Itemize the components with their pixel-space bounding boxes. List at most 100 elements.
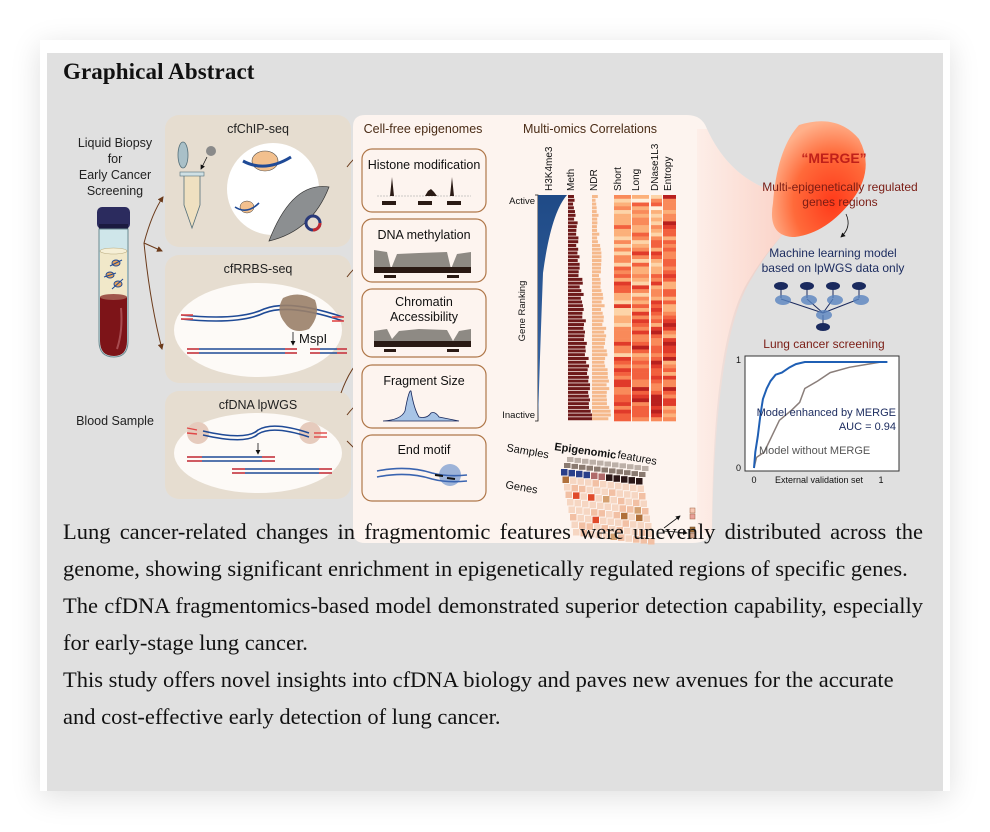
tensor-cell (571, 463, 578, 469)
tensor-cell (577, 514, 584, 522)
heatmap-cell (632, 319, 649, 324)
tensor-cell (585, 479, 592, 486)
heatmap-cell (632, 315, 649, 320)
tensor-cell (564, 484, 571, 491)
ndr-bar (592, 236, 598, 240)
heatmap-cell (632, 259, 649, 264)
meth-bar (568, 270, 579, 274)
meth-bar (568, 296, 581, 300)
tensor-cell (586, 523, 593, 530)
heatmap-cell (614, 315, 631, 320)
liquid-biopsy-line: Screening (87, 184, 143, 198)
meth-bar (568, 360, 587, 364)
blood-tube-icon (97, 207, 130, 358)
ndr-bar (592, 247, 601, 251)
meth-bar (568, 394, 589, 398)
enzyme-label: MspI (299, 331, 327, 346)
meth-bar (568, 304, 583, 308)
meth-bar (568, 251, 578, 255)
meth-bar (568, 409, 591, 413)
meth-bar (568, 353, 585, 357)
genes-label: Genes (504, 479, 538, 497)
heatmap-cell (651, 206, 662, 211)
ndr-bar (592, 217, 598, 221)
heatmap-cell (663, 323, 676, 328)
summary-paragraph: Lung cancer-related changes in fragmento… (63, 519, 923, 581)
heatmap-cell (663, 372, 676, 377)
gene-ranking-label: Gene Ranking (517, 281, 528, 342)
merge-to-model-arrow (840, 213, 849, 238)
epigenome-box-label: Histone modification (368, 158, 481, 172)
meth-bar (568, 206, 574, 210)
heatmap-cell (614, 409, 631, 414)
heatmap-cell (651, 341, 662, 346)
tensor-cell (612, 462, 619, 468)
roc-x-tick: 0 (751, 475, 756, 485)
tensor-cell (594, 466, 601, 472)
heatmap-cell (663, 251, 676, 256)
epigenome-box-label: Chromatin (395, 295, 453, 309)
heatmap-cell (663, 311, 676, 316)
meth-bar (568, 243, 577, 247)
heatmap-cell (651, 304, 662, 309)
tensor-cell (631, 528, 638, 536)
graphical-abstract-figure: Liquid Biopsy for Early Cancer Screening (76, 115, 918, 545)
ndr-bar (592, 413, 611, 417)
tensor-cell (604, 461, 611, 467)
heatmap-cell (632, 247, 649, 252)
tensor-cell (610, 533, 617, 540)
roc-title: Lung cancer screening (763, 337, 884, 351)
ndr-bar (592, 383, 607, 387)
tensor-cell (643, 515, 650, 522)
tensor-cell (627, 464, 634, 470)
merge-subtitle-line: Multi-epigenetically regulated (762, 180, 917, 194)
meth-bar (568, 225, 577, 229)
meth-bar (568, 289, 582, 293)
correlations-header: Multi-omics Correlations (523, 122, 657, 136)
heatmap-cell (614, 323, 631, 328)
heatmap-cell (632, 225, 649, 230)
tensor-cell (570, 477, 577, 484)
meth-bar (568, 417, 593, 421)
heatmap-cell (651, 409, 662, 414)
heatmap-cell (651, 356, 662, 362)
model-line: based on lpWGS data only (762, 261, 905, 275)
summary-paragraph: This study offers novel insights into cf… (63, 667, 894, 729)
ndr-bar (592, 341, 605, 345)
heatmap-cell (663, 277, 676, 282)
meth-bar (568, 262, 580, 266)
heatmap-cell (663, 315, 676, 320)
heatmap-cell (614, 281, 631, 286)
heatmap-cell (632, 266, 649, 271)
meth-bar (568, 210, 575, 214)
heatmap-cells (568, 195, 676, 422)
heatmap-cell (632, 304, 649, 309)
meth-bar (568, 390, 589, 394)
heatmap-cell (663, 390, 676, 395)
heatmap-cell (663, 379, 676, 384)
tensor-cell (574, 499, 581, 507)
heatmap-cell (614, 225, 631, 230)
ndr-bar (592, 356, 606, 360)
heatmap-cell (651, 195, 662, 200)
heatmap-cell (614, 262, 631, 267)
meth-bar (568, 195, 574, 199)
heatmap-cell (663, 308, 676, 313)
tensor-cell (585, 515, 592, 523)
heatmap-cell (663, 225, 676, 230)
heatmap-cell (663, 243, 676, 249)
meth-bar (568, 221, 578, 225)
heatmap-cell (651, 402, 662, 407)
heatmap-cell (632, 202, 649, 207)
heatmap-cell (651, 360, 662, 365)
tensor-cell (639, 493, 646, 500)
heatmap-cell (614, 296, 631, 301)
meth-bar (568, 198, 575, 202)
heatmap-cell (651, 413, 662, 418)
heatmap-cell (663, 330, 676, 335)
tensor-cell (648, 538, 655, 545)
rrbs-dna-icon (180, 294, 347, 354)
meth-bar (568, 240, 579, 244)
ndr-bar (592, 262, 602, 266)
heatmap-column-label: Entropy (663, 157, 674, 191)
